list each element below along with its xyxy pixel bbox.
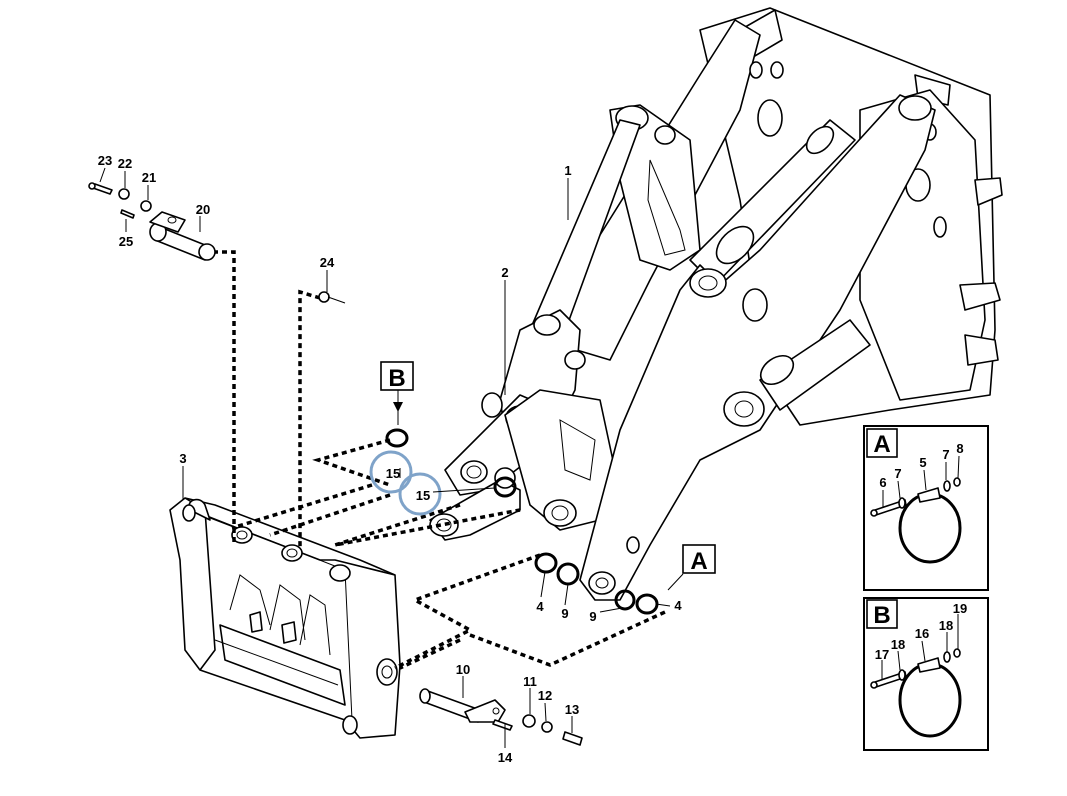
callout-24: 24 — [320, 255, 335, 270]
callout-9b: 9 — [589, 609, 596, 624]
callout-2: 2 — [501, 265, 508, 280]
view-marker-b-label: B — [388, 365, 405, 392]
inset-b-label-18a: 18 — [891, 637, 905, 652]
inset-b-label-17: 17 — [875, 647, 889, 662]
pin-10-group — [419, 688, 583, 746]
callout-13: 13 — [565, 702, 579, 717]
bolt-24 — [318, 291, 346, 304]
inset-a-label-7b: 7 — [942, 447, 949, 462]
callout-11: 11 — [523, 674, 537, 689]
inset-b-title: B — [873, 602, 890, 629]
callout-labels: 1 2 3 4 4 9 9 10 11 12 13 14 15 15 20 21… — [98, 153, 683, 765]
inset-b-label-19: 19 — [953, 601, 967, 616]
view-marker-b: B — [380, 361, 414, 412]
pin-20-group — [88, 182, 216, 261]
callout-22: 22 — [118, 156, 132, 171]
inset-b-label-18b: 18 — [939, 618, 953, 633]
callout-9a: 9 — [561, 606, 568, 621]
inset-b: B 17 18 16 18 19 — [863, 597, 989, 751]
assembly-dashed-lines — [213, 250, 666, 670]
callout-23: 23 — [98, 153, 112, 168]
inset-b-label-16: 16 — [915, 626, 929, 641]
inset-a-label-8: 8 — [956, 441, 963, 456]
leader-lines — [99, 167, 684, 748]
callout-12: 12 — [538, 688, 552, 703]
callout-15a: 15 — [386, 466, 400, 481]
inset-a-label-6: 6 — [879, 475, 886, 490]
callout-14: 14 — [498, 750, 513, 765]
callout-1: 1 — [564, 163, 571, 178]
inset-a: A 6 7 5 7 8 — [863, 425, 989, 591]
callout-3: 3 — [179, 451, 186, 466]
callout-21: 21 — [142, 170, 156, 185]
callout-15b: 15 — [416, 488, 430, 503]
inset-a-title: A — [873, 431, 890, 458]
view-marker-a-label: A — [690, 548, 707, 575]
callout-4b: 4 — [674, 598, 682, 613]
inset-a-label-7a: 7 — [894, 466, 901, 481]
callout-10: 10 — [456, 662, 470, 677]
callout-25: 25 — [119, 234, 133, 249]
inset-a-label-5: 5 — [919, 455, 926, 470]
quick-coupler — [169, 497, 401, 739]
callout-4a: 4 — [536, 599, 544, 614]
highlight-circles — [369, 450, 442, 516]
view-marker-a: A — [682, 544, 716, 575]
lift-arm-assembly — [429, 7, 1003, 601]
callout-20: 20 — [196, 202, 210, 217]
